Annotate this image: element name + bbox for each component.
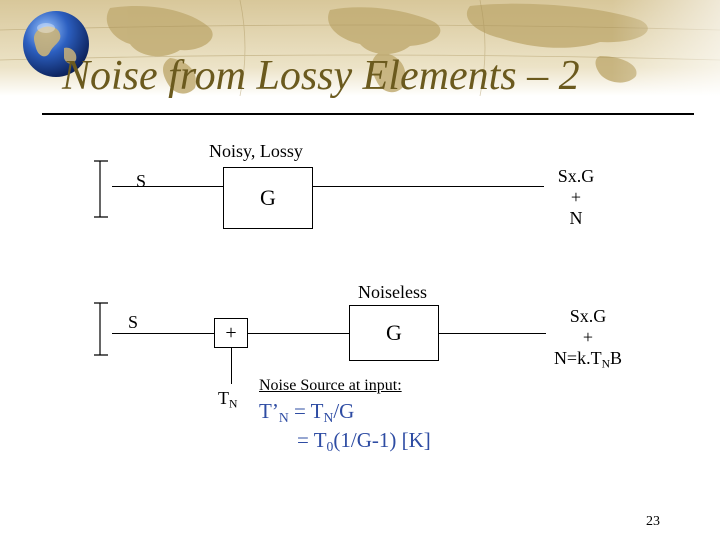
- bottom-signal-line: [112, 333, 546, 334]
- bottom-output-line1: Sx.G: [569, 306, 607, 326]
- globe-icon: [23, 11, 89, 77]
- top-source-bracket: [94, 160, 108, 218]
- noise-input-label: TN: [218, 389, 237, 410]
- eq1-part1: T’: [259, 399, 279, 423]
- bottom-source-bracket: [94, 302, 108, 356]
- header-banner: [0, 0, 720, 96]
- bottom-gain-block: G: [349, 305, 439, 361]
- adder-label: +: [225, 321, 237, 344]
- noise-input-line: [231, 348, 232, 384]
- top-output: Sx.G + N: [548, 166, 604, 229]
- noise-input-sub: N: [229, 397, 238, 411]
- eq1-sub2: N: [323, 410, 334, 426]
- eq2-sub1: 0: [326, 439, 334, 455]
- slide-title: Noise from Lossy Elements – 2: [62, 53, 580, 99]
- bottom-output-line3-sub: N: [601, 357, 611, 371]
- eq2-part1: = T: [297, 428, 327, 452]
- noiseless-label: Noiseless: [358, 282, 427, 302]
- bottom-output: Sx.G + N=k.TNB: [540, 306, 636, 375]
- title-divider: [42, 113, 694, 115]
- bottom-output-line3-prefix: N=k.T: [553, 348, 602, 368]
- top-signal-line: [112, 186, 544, 187]
- top-output-line1: Sx.G: [557, 166, 595, 186]
- noisy-lossy-label: Noisy, Lossy: [209, 141, 303, 161]
- noise-input-main: T: [218, 388, 229, 408]
- bottom-output-line3-suffix: B: [610, 348, 623, 368]
- bottom-output-line2: +: [582, 327, 594, 347]
- equation-line-2: = T0(1/G-1) [K]: [297, 430, 431, 454]
- equation-line-1: T’N = TN/G: [259, 401, 354, 425]
- top-output-line2: +: [570, 187, 582, 207]
- bottom-gain-label: G: [386, 320, 402, 345]
- bottom-source-label: S: [128, 312, 139, 332]
- eq1-part3: /G: [333, 399, 355, 423]
- eq1-sub1: N: [278, 410, 289, 426]
- noise-source-heading: Noise Source at input:: [259, 377, 402, 394]
- eq1-part2: = T: [288, 399, 324, 423]
- adder-block: +: [214, 318, 248, 348]
- top-source-label: S: [136, 171, 147, 191]
- top-output-line3: N: [569, 208, 583, 228]
- eq2-part2: (1/G-1) [K]: [333, 428, 431, 452]
- top-gain-label: G: [260, 185, 276, 210]
- world-map-decoration: [0, 0, 720, 96]
- bottom-output-line3: N=k.TNB: [540, 348, 636, 375]
- top-gain-block: G: [223, 167, 313, 229]
- page-number: 23: [646, 514, 660, 529]
